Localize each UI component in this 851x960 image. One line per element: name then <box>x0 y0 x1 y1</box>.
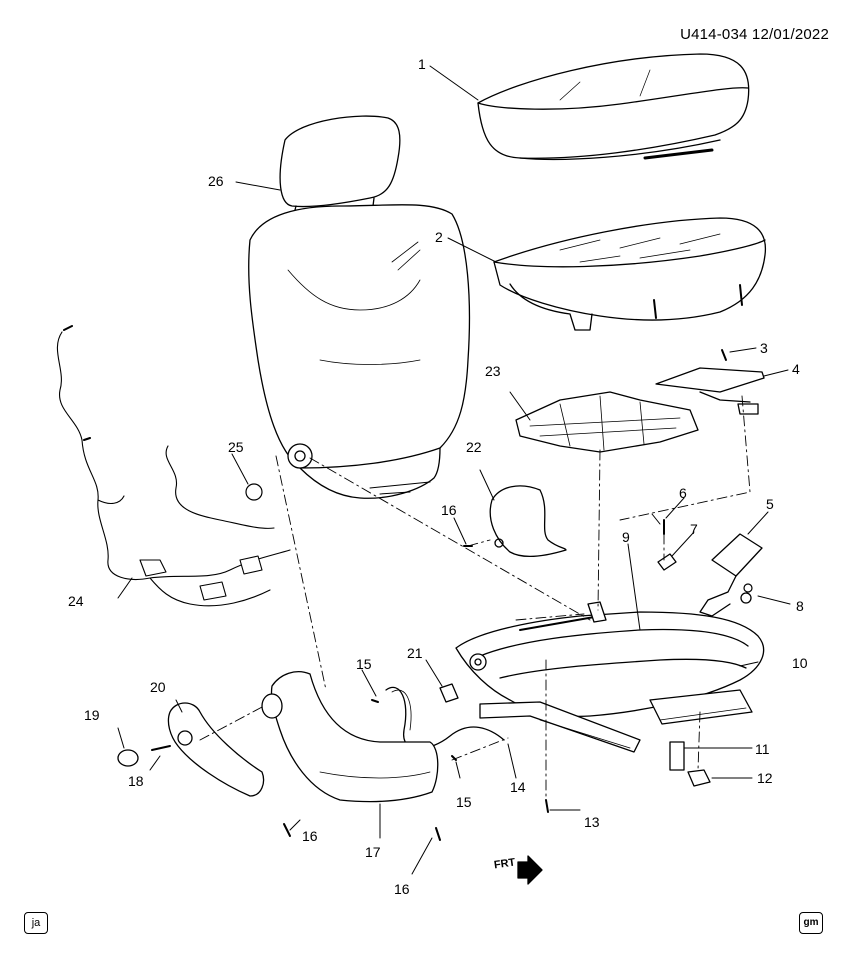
bolt-6-and-bracket-7 <box>657 519 677 571</box>
callout-3: 3 <box>760 340 768 356</box>
front-arrow-icon <box>517 855 543 885</box>
callout-21: 21 <box>407 645 423 661</box>
callout-11: 11 <box>755 741 770 757</box>
side-cover-bracket <box>489 485 567 558</box>
gm-logo-badge: gm <box>799 912 823 934</box>
assembly-lines <box>199 395 751 801</box>
fasteners <box>151 483 753 841</box>
recliner-handle <box>167 702 265 797</box>
callout-15-upper: 15 <box>356 656 372 672</box>
callout-2: 2 <box>435 229 443 245</box>
clip-12 <box>687 769 711 787</box>
callout-23: 23 <box>485 363 501 379</box>
callout-16-upper: 16 <box>441 502 457 518</box>
callout-5: 5 <box>766 496 774 512</box>
callout-4: 4 <box>792 361 800 377</box>
lumbar-support-frame <box>515 391 699 453</box>
seat-belt-buckle <box>699 533 763 617</box>
seat-cushion-cover <box>477 53 750 161</box>
illustrator-badge: ja <box>24 912 48 934</box>
callout-12: 12 <box>757 770 773 786</box>
callout-19: 19 <box>84 707 100 723</box>
seat-module <box>655 349 765 415</box>
callout-20: 20 <box>150 679 166 695</box>
callout-26: 26 <box>208 173 224 189</box>
callout-9: 9 <box>622 529 630 545</box>
callout-leaders <box>117 65 791 875</box>
connector-21 <box>439 683 459 703</box>
callout-22: 22 <box>466 439 482 455</box>
callout-6: 6 <box>679 485 687 501</box>
outer-trim-panel <box>261 671 439 803</box>
seat-frame <box>455 601 765 718</box>
callout-14: 14 <box>510 779 526 795</box>
seat-cushion-pad <box>493 217 767 331</box>
callout-24: 24 <box>68 593 84 609</box>
seat-tracks <box>479 689 753 753</box>
bracket-11 <box>669 741 685 771</box>
callout-25: 25 <box>228 439 244 455</box>
callout-10: 10 <box>792 655 808 671</box>
callout-17: 17 <box>365 844 381 860</box>
wiring-harness <box>56 325 291 607</box>
callout-13: 13 <box>584 814 600 830</box>
callout-16-middle: 16 <box>302 828 318 844</box>
callout-16-lower: 16 <box>394 881 410 897</box>
callout-15-lower: 15 <box>456 794 472 810</box>
callout-18: 18 <box>128 773 144 789</box>
callout-8: 8 <box>796 598 804 614</box>
callout-7: 7 <box>690 521 698 537</box>
callout-1: 1 <box>418 56 426 72</box>
diagram-reference: U414-034 12/01/2022 <box>680 26 829 43</box>
seat-back <box>248 204 471 499</box>
cap <box>117 749 139 767</box>
